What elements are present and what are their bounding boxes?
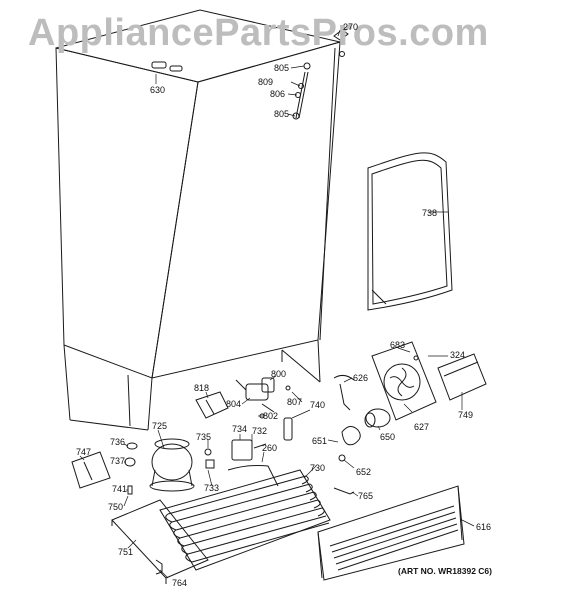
callout-732: 732: [252, 426, 268, 436]
callout-652: 652: [356, 467, 372, 477]
callout-740: 740: [310, 400, 326, 410]
callout-800: 800: [271, 369, 287, 379]
callout-733: 733: [204, 483, 220, 493]
callout-734: 734: [232, 424, 248, 434]
callout-616: 616: [476, 522, 492, 532]
leveling-leg-764: [156, 560, 162, 574]
compressor-725: [150, 439, 194, 491]
callout-805-top: 805: [274, 63, 290, 73]
leader-lines: [80, 30, 474, 578]
callout-751: 751: [118, 547, 134, 557]
grille-616: [318, 486, 464, 580]
drain-tube-765: [334, 488, 354, 494]
start-device-734: [232, 440, 266, 460]
heater-loop-738: [368, 153, 452, 310]
callout-627: 627: [414, 422, 430, 432]
callout-683: 683: [390, 340, 406, 350]
hinge-hardware: [152, 30, 348, 119]
callout-725: 725: [152, 421, 168, 431]
watermark-text: AppliancePartsPros.com: [28, 12, 489, 54]
callout-802: 802: [263, 411, 279, 421]
callout-270: 270: [343, 22, 359, 32]
bracket-818: [196, 392, 228, 418]
callout-747: 747: [76, 447, 92, 457]
callout-750: 750: [108, 502, 124, 512]
base-pan-751: [112, 500, 208, 584]
bracket-749: [438, 354, 486, 400]
callout-807: 807: [287, 397, 303, 407]
callout-630: 630: [150, 85, 166, 95]
callout-804: 804: [226, 399, 242, 409]
callout-736: 736: [110, 437, 126, 447]
callout-765: 765: [358, 491, 374, 501]
art-number-label: (ART NO. WR18392 C6): [398, 566, 492, 576]
callout-651: 651: [312, 436, 328, 446]
callout-805-bottom: 805: [274, 109, 290, 119]
callout-738: 738: [422, 208, 438, 218]
callout-741: 741: [112, 484, 128, 494]
callout-809: 809: [258, 77, 274, 87]
callout-737: 737: [110, 456, 126, 466]
callout-324: 324: [450, 350, 466, 360]
callout-260: 260: [262, 443, 278, 453]
refrigerator-cabinet: [56, 10, 340, 430]
fan-shroud-627: [372, 342, 436, 420]
bracket-747: [72, 452, 110, 488]
fan-blade-651: [339, 426, 360, 461]
callout-806: 806: [270, 89, 286, 99]
callout-764: 764: [172, 578, 188, 588]
fan-motor-650: [365, 409, 390, 427]
callout-730: 730: [310, 463, 326, 473]
evap-fan-626: [334, 375, 354, 410]
callout-749: 749: [458, 410, 474, 420]
relay-assembly-800: [236, 378, 292, 440]
callout-818: 818: [194, 383, 210, 393]
callout-626: 626: [353, 373, 369, 383]
callout-650: 650: [380, 432, 396, 442]
condenser-coil-730: [160, 466, 330, 571]
callout-735: 735: [196, 432, 212, 442]
